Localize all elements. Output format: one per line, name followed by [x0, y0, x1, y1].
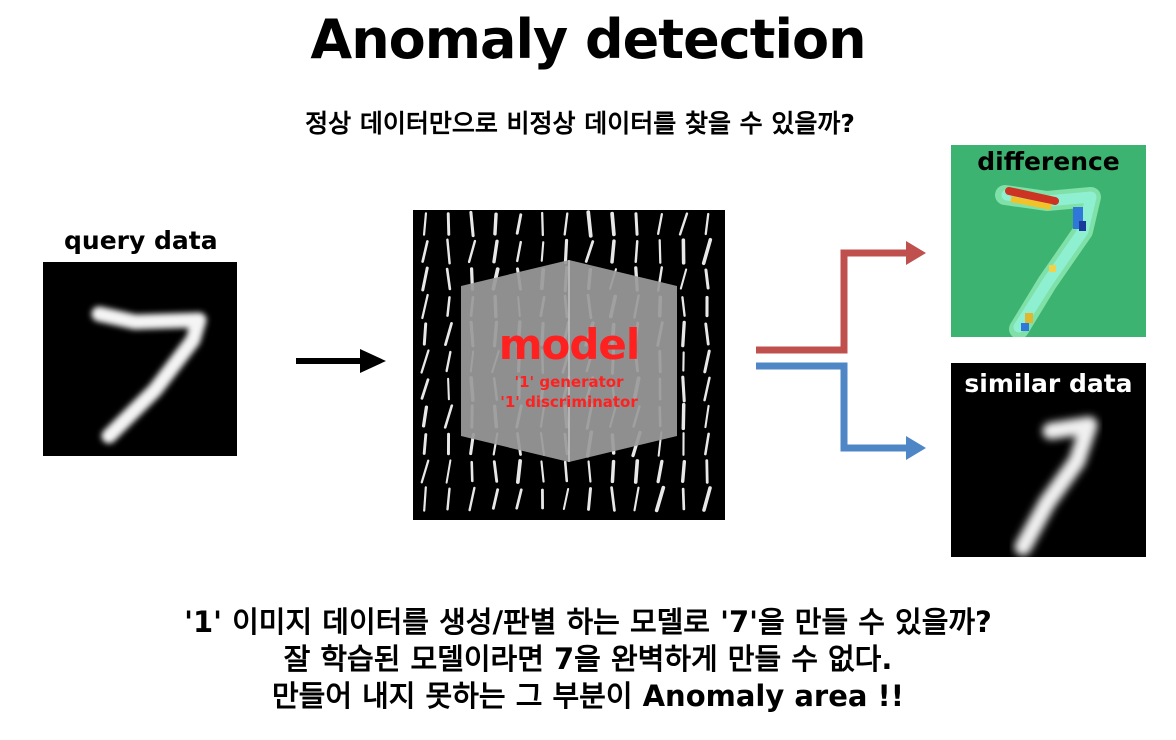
generated-one-stroke — [587, 460, 592, 483]
query-image — [43, 262, 237, 456]
footer-line-2: 잘 학습된 모델이라면 7을 완벽하게 만들 수 없다. — [283, 642, 893, 676]
difference-arrowhead-icon — [906, 241, 926, 265]
generated-one-stroke — [702, 486, 712, 512]
generated-one-stroke — [654, 485, 666, 513]
branch-arrows — [756, 241, 926, 460]
generated-one-stroke — [658, 239, 662, 264]
generated-one-stroke — [444, 322, 453, 346]
generated-one-stroke — [492, 239, 499, 264]
generated-one-stroke — [678, 212, 689, 236]
generated-one-stroke — [540, 241, 545, 262]
generated-one-stroke — [587, 487, 592, 511]
generated-one-stroke — [421, 266, 429, 292]
generated-one-stroke — [445, 459, 452, 484]
generated-one-stroke — [493, 212, 498, 236]
generated-one-stroke — [420, 349, 430, 374]
generated-one-stroke — [515, 488, 523, 510]
generated-one-stroke — [704, 404, 710, 429]
generated-one-stroke — [681, 296, 686, 317]
generated-one-stroke — [703, 349, 711, 374]
generated-one-stroke — [703, 376, 711, 402]
generated-one-stroke — [467, 239, 477, 264]
generated-one-stroke — [422, 212, 428, 236]
generated-one-stroke — [421, 405, 429, 428]
model-image: model '1' generator '1' discriminator — [413, 210, 725, 520]
generated-one-stroke — [634, 239, 639, 264]
generated-one-stroke — [633, 486, 640, 512]
generated-one-stroke — [515, 213, 523, 235]
generated-one-stroke — [445, 350, 452, 373]
generated-one-stroke — [704, 322, 710, 346]
model-line-generator: '1' generator — [514, 373, 624, 391]
generated-one-stroke — [492, 460, 499, 483]
generated-one-stroke — [446, 487, 451, 511]
similar-arrow-icon — [756, 362, 910, 452]
generated-one-stroke — [422, 322, 428, 346]
generated-one-stroke — [681, 320, 686, 348]
similar-arrowhead-icon — [906, 436, 926, 460]
generated-one-stroke — [680, 460, 687, 483]
generated-one-stroke — [491, 488, 500, 510]
generated-one-stroke — [634, 212, 639, 236]
generated-one-stroke — [704, 212, 710, 236]
generated-one-stroke — [420, 459, 430, 484]
footer-text: '1' 이미지 데이터를 생성/판별 하는 모델로 '7'을 만들 수 있을까?… — [0, 604, 1176, 715]
generated-one-stroke — [610, 239, 616, 264]
similar-digit-glyph — [1014, 416, 1098, 556]
generated-one-stroke — [610, 211, 616, 237]
generated-one-stroke — [516, 240, 522, 263]
input-arrow-icon — [296, 349, 386, 373]
page-title: Anomaly detection — [310, 8, 866, 71]
query-data-label: query data — [64, 226, 218, 255]
generated-one-stroke — [610, 459, 616, 484]
generated-one-stroke — [420, 378, 430, 400]
generated-one-stroke — [468, 486, 476, 512]
generated-one-stroke — [656, 459, 664, 484]
generated-one-stroke — [421, 240, 429, 263]
generated-one-stroke — [562, 488, 570, 510]
footer-line-3: 만들어 내지 못하는 그 부분이 Anomaly area !! — [271, 679, 905, 713]
generated-one-stroke — [443, 404, 454, 429]
generated-one-stroke — [540, 460, 545, 483]
generated-one-stroke — [633, 459, 640, 484]
model-title: model — [498, 320, 641, 369]
difference-arrow-icon — [756, 249, 910, 354]
generated-one-stroke — [563, 238, 569, 265]
generated-one-stroke — [541, 211, 544, 237]
footer-line-1: '1' 이미지 데이터를 생성/판별 하는 모델로 '7'을 만들 수 있을까? — [184, 605, 992, 639]
generated-one-stroke — [704, 432, 710, 456]
generated-one-stroke — [445, 267, 452, 291]
generated-one-stroke — [704, 268, 710, 290]
generated-one-stroke — [515, 459, 523, 484]
generated-one-stroke — [469, 210, 475, 238]
difference-label: difference — [977, 147, 1120, 176]
generated-one-stroke — [446, 296, 451, 317]
generated-one-stroke — [681, 375, 686, 403]
generated-one-stroke — [681, 487, 686, 511]
generated-one-stroke — [447, 377, 450, 401]
generated-one-stroke — [423, 486, 427, 512]
generated-one-stroke — [584, 240, 595, 263]
digit-seven-glyph — [91, 306, 207, 444]
generated-one-stroke — [422, 433, 428, 455]
generated-one-stroke — [470, 460, 474, 483]
generated-one-stroke — [563, 460, 569, 483]
similar-image: similar data — [951, 363, 1146, 557]
generated-one-stroke — [656, 213, 664, 235]
generated-one-stroke — [446, 212, 451, 236]
generated-one-stroke — [563, 212, 569, 236]
similar-label: similar data — [964, 369, 1133, 398]
model-line-discriminator: '1' discriminator — [500, 393, 638, 411]
difference-image: difference — [951, 145, 1146, 337]
generated-one-stroke — [679, 268, 688, 290]
generated-one-stroke — [701, 237, 713, 266]
generated-one-stroke — [446, 238, 451, 265]
page-subtitle: 정상 데이터만으로 비정상 데이터를 찾을 수 있을까? — [305, 109, 855, 138]
generated-one-stroke — [421, 293, 429, 320]
generated-one-stroke — [610, 486, 616, 512]
generated-one-stroke — [586, 210, 593, 238]
